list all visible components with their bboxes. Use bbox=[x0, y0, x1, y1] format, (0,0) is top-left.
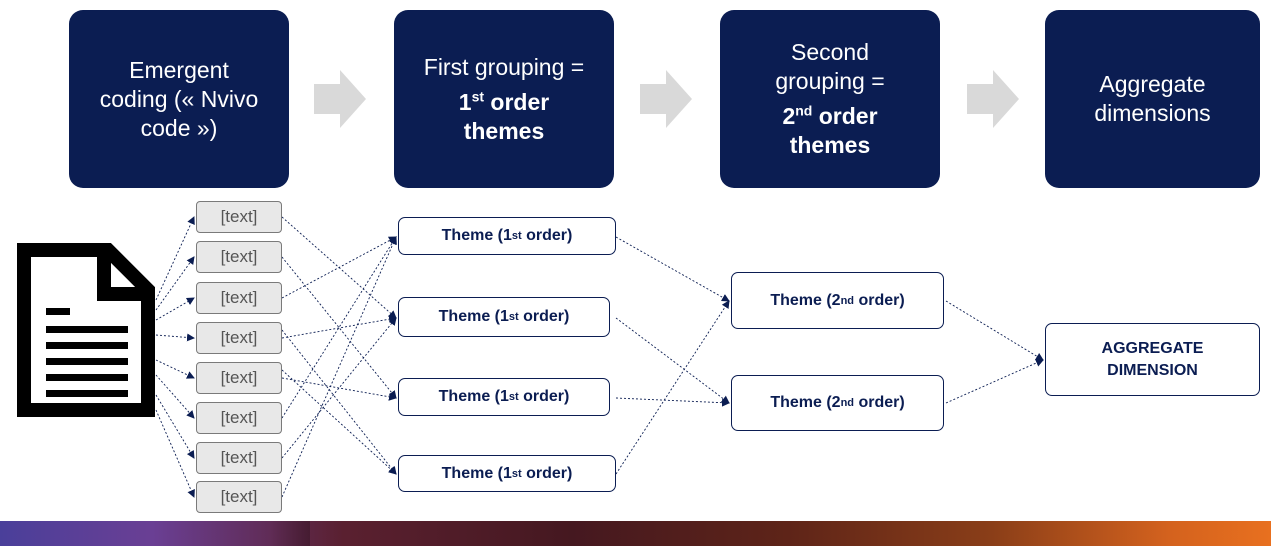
text-item: [text] bbox=[196, 402, 282, 434]
step-first-order-label: 1st order bbox=[458, 87, 550, 115]
link-text-theme-3 bbox=[281, 236, 397, 299]
step-aggregate-line-1: Aggregate bbox=[1099, 71, 1206, 97]
document-icon bbox=[17, 243, 155, 417]
step-second-grouping-label: grouping = bbox=[775, 68, 885, 94]
text-item: [text] bbox=[196, 362, 282, 394]
link-doc-text-8 bbox=[155, 409, 195, 498]
link-text-theme-2 bbox=[281, 256, 397, 399]
step-second-grouping: Second grouping = 2nd order themes bbox=[720, 10, 940, 188]
link-text-theme-6 bbox=[281, 236, 397, 419]
right-arrow-icon bbox=[640, 70, 692, 128]
footer-bar-shadow bbox=[270, 521, 310, 546]
link-first-second-1 bbox=[615, 236, 730, 302]
text-item: [text] bbox=[196, 442, 282, 474]
link-doc-text-5 bbox=[155, 359, 195, 379]
link-second-aggregate-1 bbox=[945, 300, 1044, 361]
footer-gradient-bar bbox=[0, 521, 1271, 546]
step-first-themes-label: themes bbox=[463, 117, 545, 144]
right-arrow-icon bbox=[967, 70, 1019, 128]
link-text-theme-4 bbox=[281, 315, 397, 339]
step-second-line-0: Second bbox=[790, 39, 869, 65]
link-first-second-4 bbox=[615, 300, 730, 475]
text-item: [text] bbox=[196, 481, 282, 513]
step-aggregate-dimensions: Aggregate dimensions bbox=[1045, 10, 1260, 188]
link-doc-text-6 bbox=[155, 374, 195, 419]
link-doc-text-7 bbox=[155, 394, 195, 459]
text-item: [text] bbox=[196, 241, 282, 273]
link-doc-text-3 bbox=[155, 297, 195, 321]
aggregate-line-1: AGGREGATE bbox=[1101, 339, 1204, 357]
step-emergent-line-3: code ») bbox=[140, 114, 218, 141]
link-doc-text-2 bbox=[155, 256, 195, 311]
step-emergent-line-1: Emergent bbox=[129, 56, 229, 83]
step-first-grouping: First grouping = 1st order themes bbox=[394, 10, 614, 188]
step-second-order-label: 2nd order bbox=[782, 102, 878, 129]
text-item: [text] bbox=[196, 322, 282, 354]
link-text-theme-5 bbox=[281, 377, 397, 401]
step-emergent-line-2: coding (« Nvivo bbox=[99, 85, 259, 112]
right-arrow-icon bbox=[314, 70, 366, 128]
step-first-grouping-label: First grouping = bbox=[423, 53, 585, 80]
link-doc-text-1 bbox=[155, 216, 195, 301]
text-item: [text] bbox=[196, 201, 282, 233]
step-second-themes-label: themes bbox=[789, 132, 871, 158]
aggregate-dimension-box: AGGREGATE DIMENSION bbox=[1045, 323, 1260, 396]
link-text-theme-8 bbox=[281, 236, 397, 498]
text-item: [text] bbox=[196, 282, 282, 314]
link-second-aggregate-2 bbox=[945, 359, 1044, 404]
link-text-theme-9 bbox=[281, 329, 397, 475]
link-first-second-2 bbox=[615, 317, 730, 404]
aggregate-line-2: DIMENSION bbox=[1107, 361, 1198, 379]
link-doc-text-4 bbox=[155, 333, 195, 342]
link-first-second-3 bbox=[615, 397, 730, 407]
step-aggregate-line-2: dimensions bbox=[1094, 100, 1211, 126]
link-text-theme-10 bbox=[281, 369, 397, 475]
step-emergent-coding: Emergent coding (« Nvivo code ») bbox=[69, 10, 289, 188]
